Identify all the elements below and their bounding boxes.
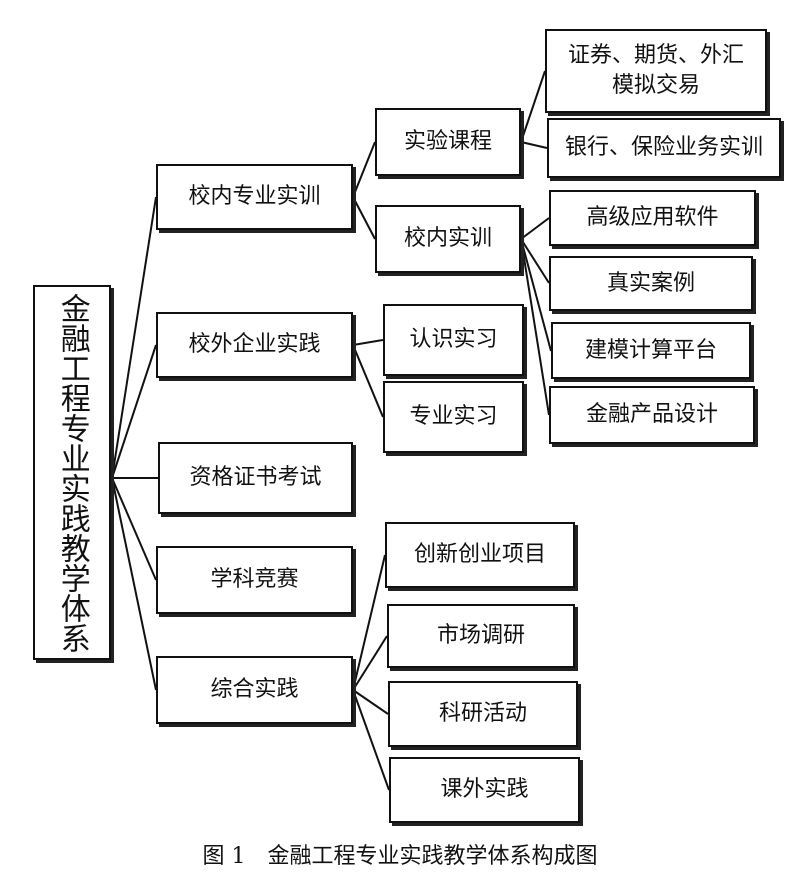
node-banking-insurance-training: 银行、保险业务实训 [547,118,781,178]
node-product-design: 金融产品设计 [549,386,755,444]
node-real-cases: 真实案例 [549,256,753,311]
node-lab-courses: 实验课程 [375,108,521,176]
connector-campus-training-to-software [520,217,550,240]
node-professional-internship: 专业实习 [383,381,524,453]
node-comprehensive-practice: 综合实践 [156,656,353,724]
connector-external-practice-to-cognition-internship [352,339,384,346]
node-modeling-platform: 建模计算平台 [551,322,751,379]
connector-lab-courses-to-banking-training [520,141,548,149]
connector-root-to-internal-training [111,196,157,479]
node-innovation-entrepreneurship: 创新创业项目 [385,522,575,588]
node-external-enterprise-practice: 校外企业实践 [156,312,353,378]
connector-campus-training-to-modeling-platform [520,238,552,352]
connector-lab-courses-to-simulated-trading [520,70,546,143]
root-node: 金融工程专业实践教学体系 [33,285,111,660]
connector-campus-training-to-product-design [520,238,550,416]
connector-campus-training-to-real-cases [520,238,550,284]
connector-comprehensive-to-market-research [352,635,388,691]
node-extracurricular-practice: 课外实践 [389,757,580,823]
node-cognition-internship: 认识实习 [383,304,524,376]
connector-root-to-competition [111,477,157,581]
connector-external-practice-to-professional-internship [352,344,384,418]
connector-root-to-external-practice [111,344,157,479]
node-market-research: 市场调研 [387,604,575,668]
connector-internal-training-to-lab-courses [352,141,376,198]
node-simulated-trading: 证券、期货、外汇 模拟交易 [545,29,767,113]
figure-caption: 图 1 金融工程专业实践教学体系构成图 [202,844,598,869]
connector-internal-training-to-campus-training [352,196,376,240]
connector-comprehensive-to-innovation [352,554,386,691]
node-campus-training: 校内实训 [375,205,521,273]
node-research-activities: 科研活动 [388,681,578,747]
connector-comprehensive-to-extracurricular [352,689,390,791]
node-advanced-software: 高级应用软件 [549,190,756,246]
node-certificate-exam: 资格证书考试 [158,442,353,514]
connector-comprehensive-to-research [352,689,389,715]
node-subject-competition: 学科竞赛 [156,546,353,614]
node-internal-professional-training: 校内专业实训 [156,164,353,230]
connector-root-to-comprehensive-practice [111,477,157,691]
